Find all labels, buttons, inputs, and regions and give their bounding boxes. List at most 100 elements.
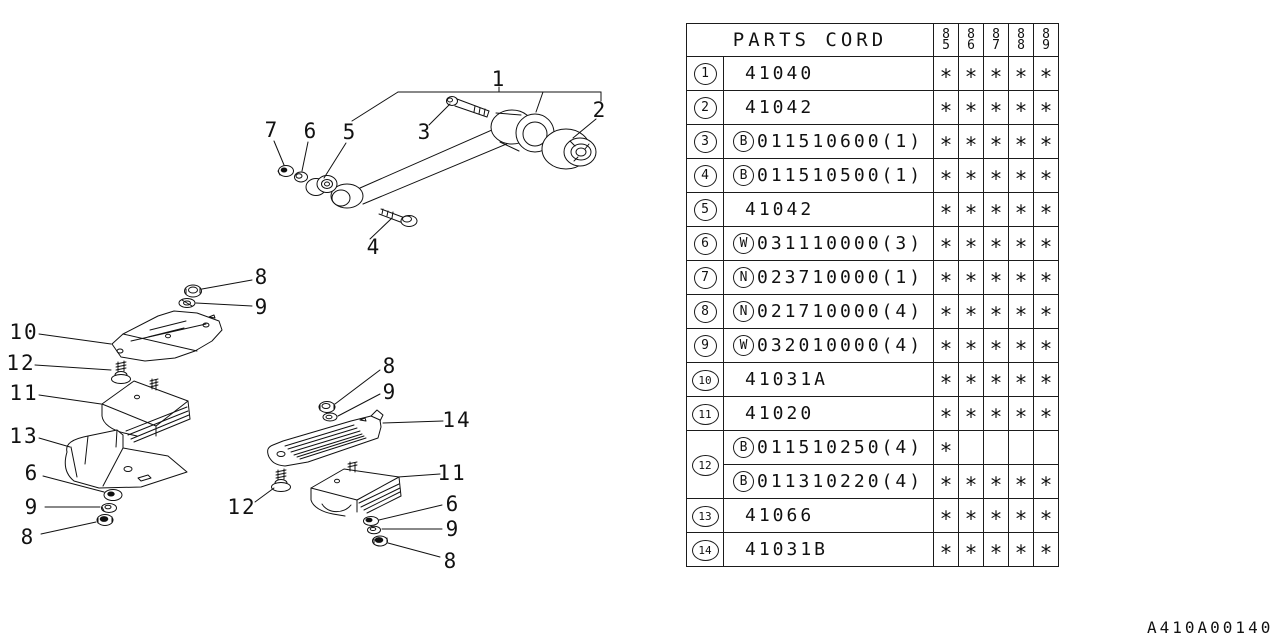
applicability-cell: *: [1008, 498, 1034, 533]
applicability-cell: [958, 430, 984, 465]
part-number-cell: 41020: [723, 396, 934, 431]
ref-circle: 3: [693, 130, 717, 153]
applicability-mark: *: [1015, 64, 1027, 89]
ref-number-cell: 4: [686, 158, 724, 193]
applicability-cell: *: [958, 294, 984, 329]
leader-line: [397, 473, 441, 478]
ref-circle: 7: [693, 266, 717, 289]
ref-number-cell: 8: [686, 294, 724, 329]
applicability-mark: *: [1015, 370, 1027, 395]
applicability-cell: *: [983, 90, 1009, 125]
part-number-cell: 41042: [723, 90, 934, 125]
applicability-mark: *: [940, 472, 952, 497]
callout-label-11: 11: [9, 381, 38, 405]
ref-number-cell: 7: [686, 260, 724, 295]
applicability-mark: *: [940, 506, 952, 531]
applicability-mark: *: [990, 64, 1002, 89]
callout-label-6: 6: [304, 119, 319, 143]
applicability-mark: *: [965, 166, 977, 191]
parts-table-title: PARTS CORD: [732, 29, 888, 51]
part-8-nut-right: [372, 535, 388, 547]
applicability-cell: *: [958, 260, 984, 295]
applicability-mark: *: [965, 98, 977, 123]
part-code: 023710000(1): [757, 267, 924, 288]
applicability-mark: *: [1040, 472, 1052, 497]
applicability-mark: *: [1040, 370, 1052, 395]
ref-number-cell: 3: [686, 124, 724, 159]
leader-line: [387, 542, 441, 558]
applicability-mark: *: [1015, 132, 1027, 157]
applicability-cell: *: [933, 192, 959, 227]
applicability-cell: *: [933, 328, 959, 363]
ref-number-cell: 10: [686, 362, 724, 397]
leader-line: [323, 142, 347, 179]
ref-number-cell: 11: [686, 396, 724, 431]
ref-circle: 10: [691, 369, 719, 391]
leader-line: [38, 437, 71, 448]
applicability-mark: *: [1015, 268, 1027, 293]
applicability-mark: *: [1040, 64, 1052, 89]
ref-circle: 4: [693, 164, 717, 187]
applicability-cell: *: [933, 430, 959, 465]
ref-number-cell: 1: [686, 56, 724, 91]
applicability-mark: *: [1015, 404, 1027, 429]
ref-number-cell: 2: [686, 90, 724, 125]
applicability-cell: *: [1033, 192, 1059, 227]
applicability-mark: *: [965, 540, 977, 565]
part-10-bracket-plate: [111, 310, 223, 362]
applicability-cell: *: [983, 532, 1009, 567]
applicability-cell: [983, 430, 1009, 465]
callout-label-1: 1: [492, 67, 507, 91]
leader-line: [351, 91, 399, 122]
applicability-mark: *: [940, 404, 952, 429]
applicability-mark: *: [1015, 200, 1027, 225]
leader-line: [572, 118, 597, 139]
part-code: 41031A: [745, 369, 829, 390]
leader-line: [369, 217, 393, 240]
applicability-cell: *: [933, 260, 959, 295]
applicability-cell: *: [1008, 396, 1034, 431]
applicability-mark: *: [940, 540, 952, 565]
applicability-cell: *: [958, 464, 984, 499]
ref-number-cell: 6: [686, 226, 724, 261]
applicability-mark: *: [990, 370, 1002, 395]
part-code: 021710000(4): [757, 301, 924, 322]
applicability-cell: *: [1008, 294, 1034, 329]
applicability-mark: *: [965, 472, 977, 497]
ref-circle: 12: [691, 454, 719, 476]
applicability-cell: *: [933, 396, 959, 431]
callout-label-9: 9: [383, 380, 398, 404]
applicability-cell: *: [983, 226, 1009, 261]
applicability-cell: *: [1033, 226, 1059, 261]
ref-circle: 13: [691, 505, 719, 527]
leader-line: [382, 420, 444, 424]
applicability-cell: *: [958, 158, 984, 193]
ref-circle: 9: [693, 334, 717, 357]
part-12-bolt-right: [271, 468, 291, 492]
applicability-cell: *: [983, 464, 1009, 499]
applicability-mark: *: [1040, 98, 1052, 123]
applicability-mark: *: [940, 268, 952, 293]
applicability-mark: *: [965, 370, 977, 395]
leader-line: [254, 487, 275, 503]
leader-line: [535, 91, 544, 113]
applicability-cell: *: [1033, 396, 1059, 431]
ref-number-cell: 12: [686, 430, 724, 499]
callout-label-6: 6: [446, 492, 461, 516]
part-code: 032010000(4): [757, 335, 924, 356]
applicability-mark: *: [1015, 166, 1027, 191]
applicability-mark: *: [990, 472, 1002, 497]
part-14-plate: [267, 409, 384, 467]
applicability-cell: *: [933, 464, 959, 499]
